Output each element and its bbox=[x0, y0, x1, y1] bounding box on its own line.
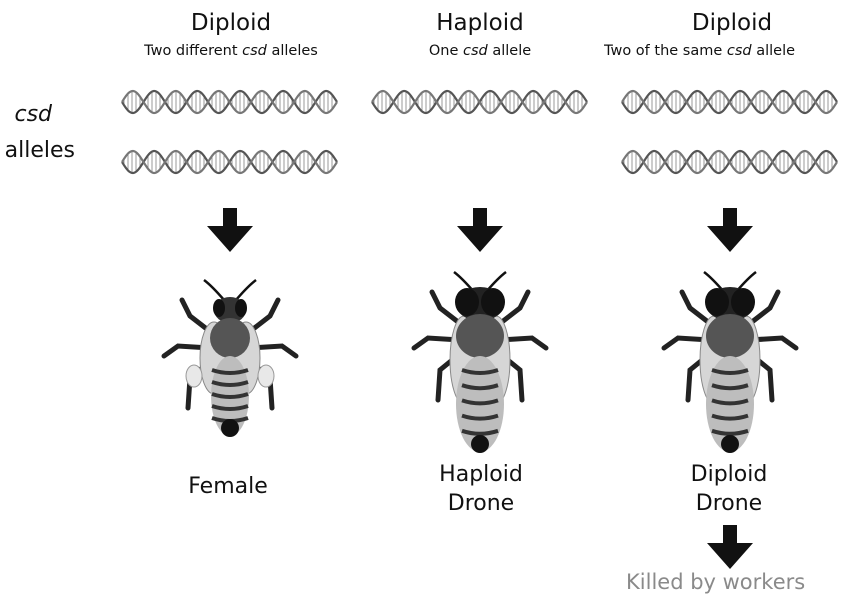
column-title-diploid-female: Diploid bbox=[111, 10, 351, 36]
subtitle-text: One bbox=[429, 43, 463, 59]
dna-helix-icon bbox=[122, 88, 337, 116]
outcome-line: Drone bbox=[371, 489, 591, 518]
column-title-haploid: Haploid bbox=[360, 10, 600, 36]
subtitle-emphasis: csd bbox=[242, 43, 267, 59]
down-arrow-icon bbox=[705, 208, 755, 253]
row-label-csd: csd bbox=[0, 102, 52, 128]
column-subtitle-one-allele: One csd allele bbox=[350, 42, 610, 60]
honeybee-icon bbox=[163, 278, 298, 433]
column-title-diploid-drone: Diploid bbox=[612, 10, 846, 36]
dna-helix-icon bbox=[622, 88, 837, 116]
honeybee-icon bbox=[413, 270, 548, 440]
outcome-line: Drone bbox=[619, 489, 839, 518]
subtitle-emphasis: csd bbox=[727, 43, 752, 59]
dna-helix-icon bbox=[622, 148, 837, 176]
subtitle-text: Two of the same bbox=[604, 43, 727, 59]
honeybee-icon bbox=[663, 270, 798, 440]
column-subtitle-same-allele: Two of the same csd allele bbox=[604, 42, 846, 60]
subtitle-text: alleles bbox=[267, 43, 318, 59]
row-label-alleles: alleles bbox=[0, 138, 75, 164]
subtitle-emphasis: csd bbox=[463, 43, 488, 59]
dna-helix-icon bbox=[372, 88, 587, 116]
subtitle-text: allele bbox=[488, 43, 531, 59]
subtitle-text: allele bbox=[752, 43, 795, 59]
outcome-line: Diploid bbox=[619, 460, 839, 489]
down-arrow-icon bbox=[205, 208, 255, 253]
outcome-female: Female bbox=[118, 472, 338, 501]
down-arrow-icon bbox=[455, 208, 505, 253]
subtitle-text: Two different bbox=[144, 43, 242, 59]
outcome-line: Haploid bbox=[371, 460, 591, 489]
down-arrow-icon bbox=[705, 525, 755, 570]
killed-by-workers-label: Killed by workers bbox=[626, 570, 805, 594]
column-subtitle-two-different: Two different csd alleles bbox=[101, 42, 361, 60]
outcome-line: Female bbox=[118, 472, 338, 501]
dna-helix-icon bbox=[122, 148, 337, 176]
